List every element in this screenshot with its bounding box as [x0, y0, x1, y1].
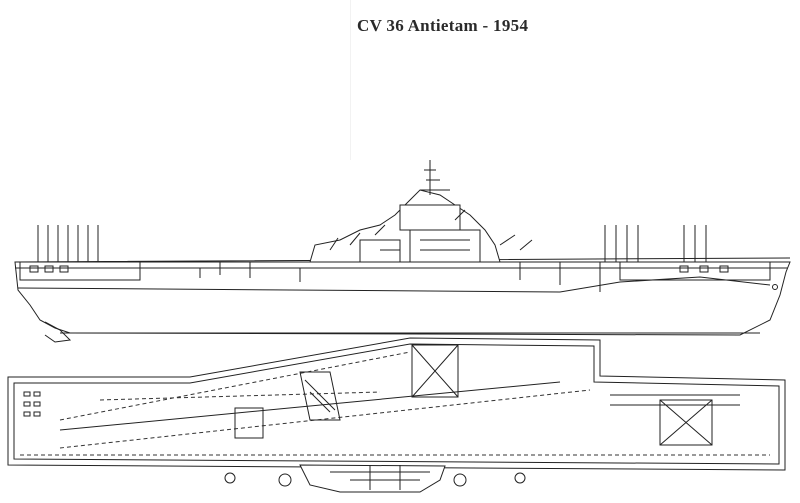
antenna-masts-stern — [37, 225, 99, 262]
flight-deck-plan — [7, 337, 786, 493]
deck-elevators — [234, 344, 740, 446]
island-plan — [224, 464, 526, 493]
stern-markings — [23, 391, 41, 417]
antenna-masts-bow — [604, 225, 707, 262]
hull — [14, 261, 791, 336]
drawing-title: CV 36 Antietam - 1954 — [357, 16, 529, 35]
gallery-deck — [19, 262, 771, 292]
divider — [350, 0, 351, 160]
flight-deck — [7, 337, 786, 471]
island-superstructure — [309, 160, 533, 263]
side-profile — [14, 160, 791, 343]
anchor-icon — [772, 284, 778, 290]
